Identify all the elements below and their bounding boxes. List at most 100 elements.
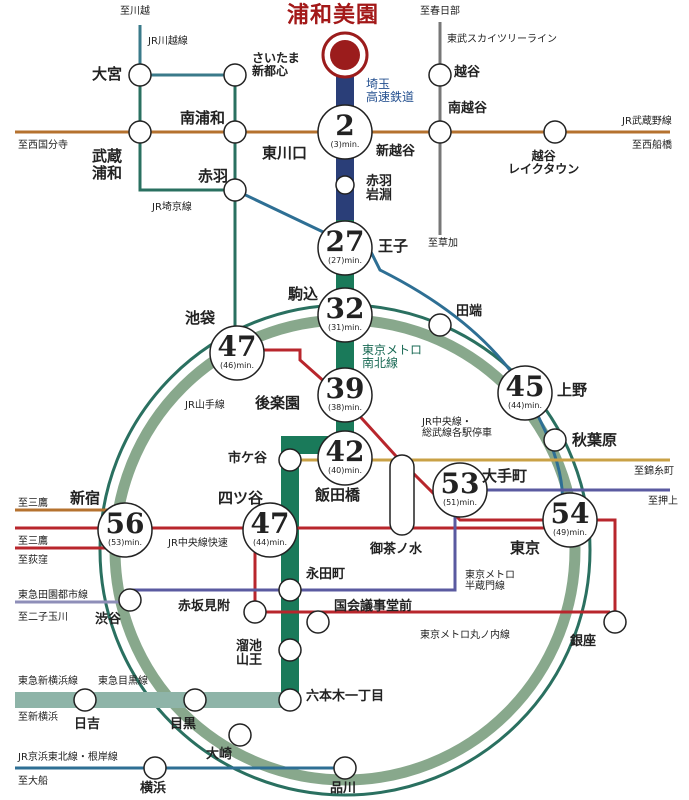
time-higashi_kawaguchi: 2(3)min.	[315, 112, 375, 150]
yokohama-marker	[143, 756, 167, 780]
time-alt-minutes: (31)min.	[327, 323, 363, 332]
station-musashi-urawa: 武蔵 浦和	[92, 147, 123, 182]
station-kokkai: 国会議事堂前	[334, 599, 413, 614]
time-alt-minutes: (44)min.	[507, 401, 543, 410]
station-omiya: 大宮	[92, 65, 123, 83]
station-akabane: 赤羽	[198, 167, 229, 185]
time-circle-higashi-kawaguchi	[317, 104, 373, 160]
origin-title: 浦和美園	[287, 3, 380, 28]
time-minutes: 47	[217, 330, 257, 363]
shinagawa-marker	[333, 756, 357, 780]
label-marunouchi: 東京メトロ丸ノ内線	[420, 630, 510, 641]
station-higashi-kawaguchi: 東川口	[262, 144, 308, 162]
station-iidabashi: 飯田橋	[315, 486, 361, 504]
time-minutes: 56	[105, 507, 145, 540]
meguro-marker	[183, 688, 207, 712]
omiya-marker	[128, 63, 152, 87]
time-circle-ueno	[497, 365, 553, 421]
time-circle-yotsuya	[242, 502, 298, 558]
label-musashino-line: JR武蔵野線	[622, 116, 672, 127]
dir-kawagoe: 至川越	[120, 6, 150, 17]
station-nagatacho: 永田町	[306, 567, 346, 582]
dir-oshiage: 至押上	[648, 496, 678, 507]
station-saitama-shintoshin: さいたま 新都心	[252, 51, 300, 79]
ochanomizu-marker	[389, 454, 415, 536]
station-akasaka-mitsuke: 赤坂見附	[178, 599, 231, 614]
time-alt-minutes: (3)min.	[330, 140, 360, 149]
time-minutes: 53	[440, 467, 480, 500]
station-oji: 王子	[378, 237, 409, 255]
label-saitama-railway: 埼玉 高速鉄道	[366, 77, 415, 105]
dir-nishi-funabashi: 至西船橋	[632, 140, 672, 151]
time-alt-minutes: (46)min.	[219, 361, 255, 370]
station-tabata: 田端	[456, 304, 483, 319]
time-circle-tokyo	[542, 492, 598, 548]
minami-urawa-marker	[223, 120, 247, 144]
station-shin-koshigaya: 新越谷	[376, 144, 416, 159]
time-minutes: 47	[250, 507, 290, 540]
time-circle-shinjuku	[97, 502, 153, 558]
station-hiyoshi: 日吉	[74, 717, 101, 732]
dir-kinshicho: 至錦糸町	[634, 466, 674, 477]
station-yokohama: 横浜	[140, 781, 167, 796]
station-akabane-iwabuchi: 赤羽 岩淵	[366, 174, 393, 204]
time-ueno: 45(44)min.	[495, 373, 555, 411]
time-minutes: 27	[325, 225, 365, 258]
time-alt-minutes: (53)min.	[107, 538, 143, 547]
akasaka-mitsuke-marker	[243, 600, 267, 624]
label-saikyo-line: JR埼京線	[152, 202, 192, 213]
station-minami-koshigaya: 南越谷	[448, 101, 488, 116]
kokkai-marker	[306, 610, 330, 634]
station-shibuya: 渋谷	[95, 612, 122, 627]
dir-ofuna: 至大船	[18, 776, 48, 787]
keihin-north	[234, 188, 341, 242]
dir-nishi-kokubunji: 至西国分寺	[18, 140, 68, 151]
station-shinagawa: 品川	[330, 781, 357, 796]
label-namboku: 東京メトロ 南北線	[362, 343, 423, 371]
label-yamanote-line: JR山手線	[185, 400, 225, 411]
time-minutes: 42	[325, 435, 365, 468]
station-osaki: 大崎	[206, 747, 233, 762]
dir-mitaka-1: 至三鷹	[18, 498, 48, 509]
time-komagome: 32(31)min.	[315, 292, 375, 333]
label-keihin-line: JR京浜東北線・根岸線	[18, 752, 118, 763]
dir-soka: 至草加	[428, 238, 458, 249]
shin-koshigaya-marker	[428, 120, 452, 144]
kawagoe-line	[138, 25, 235, 77]
station-komagome: 駒込	[288, 285, 319, 303]
time-minutes: 39	[325, 372, 365, 405]
station-korakuen: 後楽園	[255, 394, 301, 412]
station-akihabara: 秋葉原	[572, 431, 618, 449]
station-shinjuku: 新宿	[70, 489, 101, 507]
time-circle-oji	[317, 220, 373, 276]
tameike-marker	[278, 638, 302, 662]
time-circle-korakuen	[317, 367, 373, 423]
station-koshigaya-laketown: 越谷 レイクタウン	[508, 149, 580, 177]
label-chuo-rapid: JR中央線快速	[168, 538, 228, 549]
time-circle-otemachi	[432, 462, 488, 518]
saitama-shintoshin-marker	[223, 63, 247, 87]
label-meguro-line: 東急目黒線	[98, 676, 148, 687]
time-shinjuku: 56(53)min.	[95, 507, 155, 548]
dir-kasukabe: 至春日部	[420, 6, 460, 17]
time-alt-minutes: (44)min.	[252, 538, 288, 547]
akabane-marker	[223, 178, 247, 202]
label-chuo-sobu: JR中央線・ 総武線各駅停車	[422, 417, 492, 439]
station-yotsuya: 四ツ谷	[218, 489, 264, 507]
label-kawagoe-line: JR川越線	[148, 36, 188, 47]
akihabara-marker	[543, 428, 567, 452]
hiyoshi-marker	[73, 688, 97, 712]
time-oji: 27(27)min.	[315, 225, 375, 266]
time-circle-ikebukuro	[209, 325, 265, 381]
time-alt-minutes: (49)min.	[552, 528, 588, 537]
ginza-marker	[603, 610, 627, 634]
time-minutes: 32	[325, 292, 365, 325]
time-korakuen: 39(38)min.	[315, 372, 375, 413]
station-koshigaya: 越谷	[454, 65, 481, 80]
label-hanzomon: 東京メトロ 半蔵門線	[465, 570, 515, 592]
origin-dot	[330, 40, 360, 70]
station-ginza: 銀座	[570, 634, 597, 649]
laketown-marker	[543, 120, 567, 144]
akabane-iwabuchi-marker	[335, 175, 355, 195]
